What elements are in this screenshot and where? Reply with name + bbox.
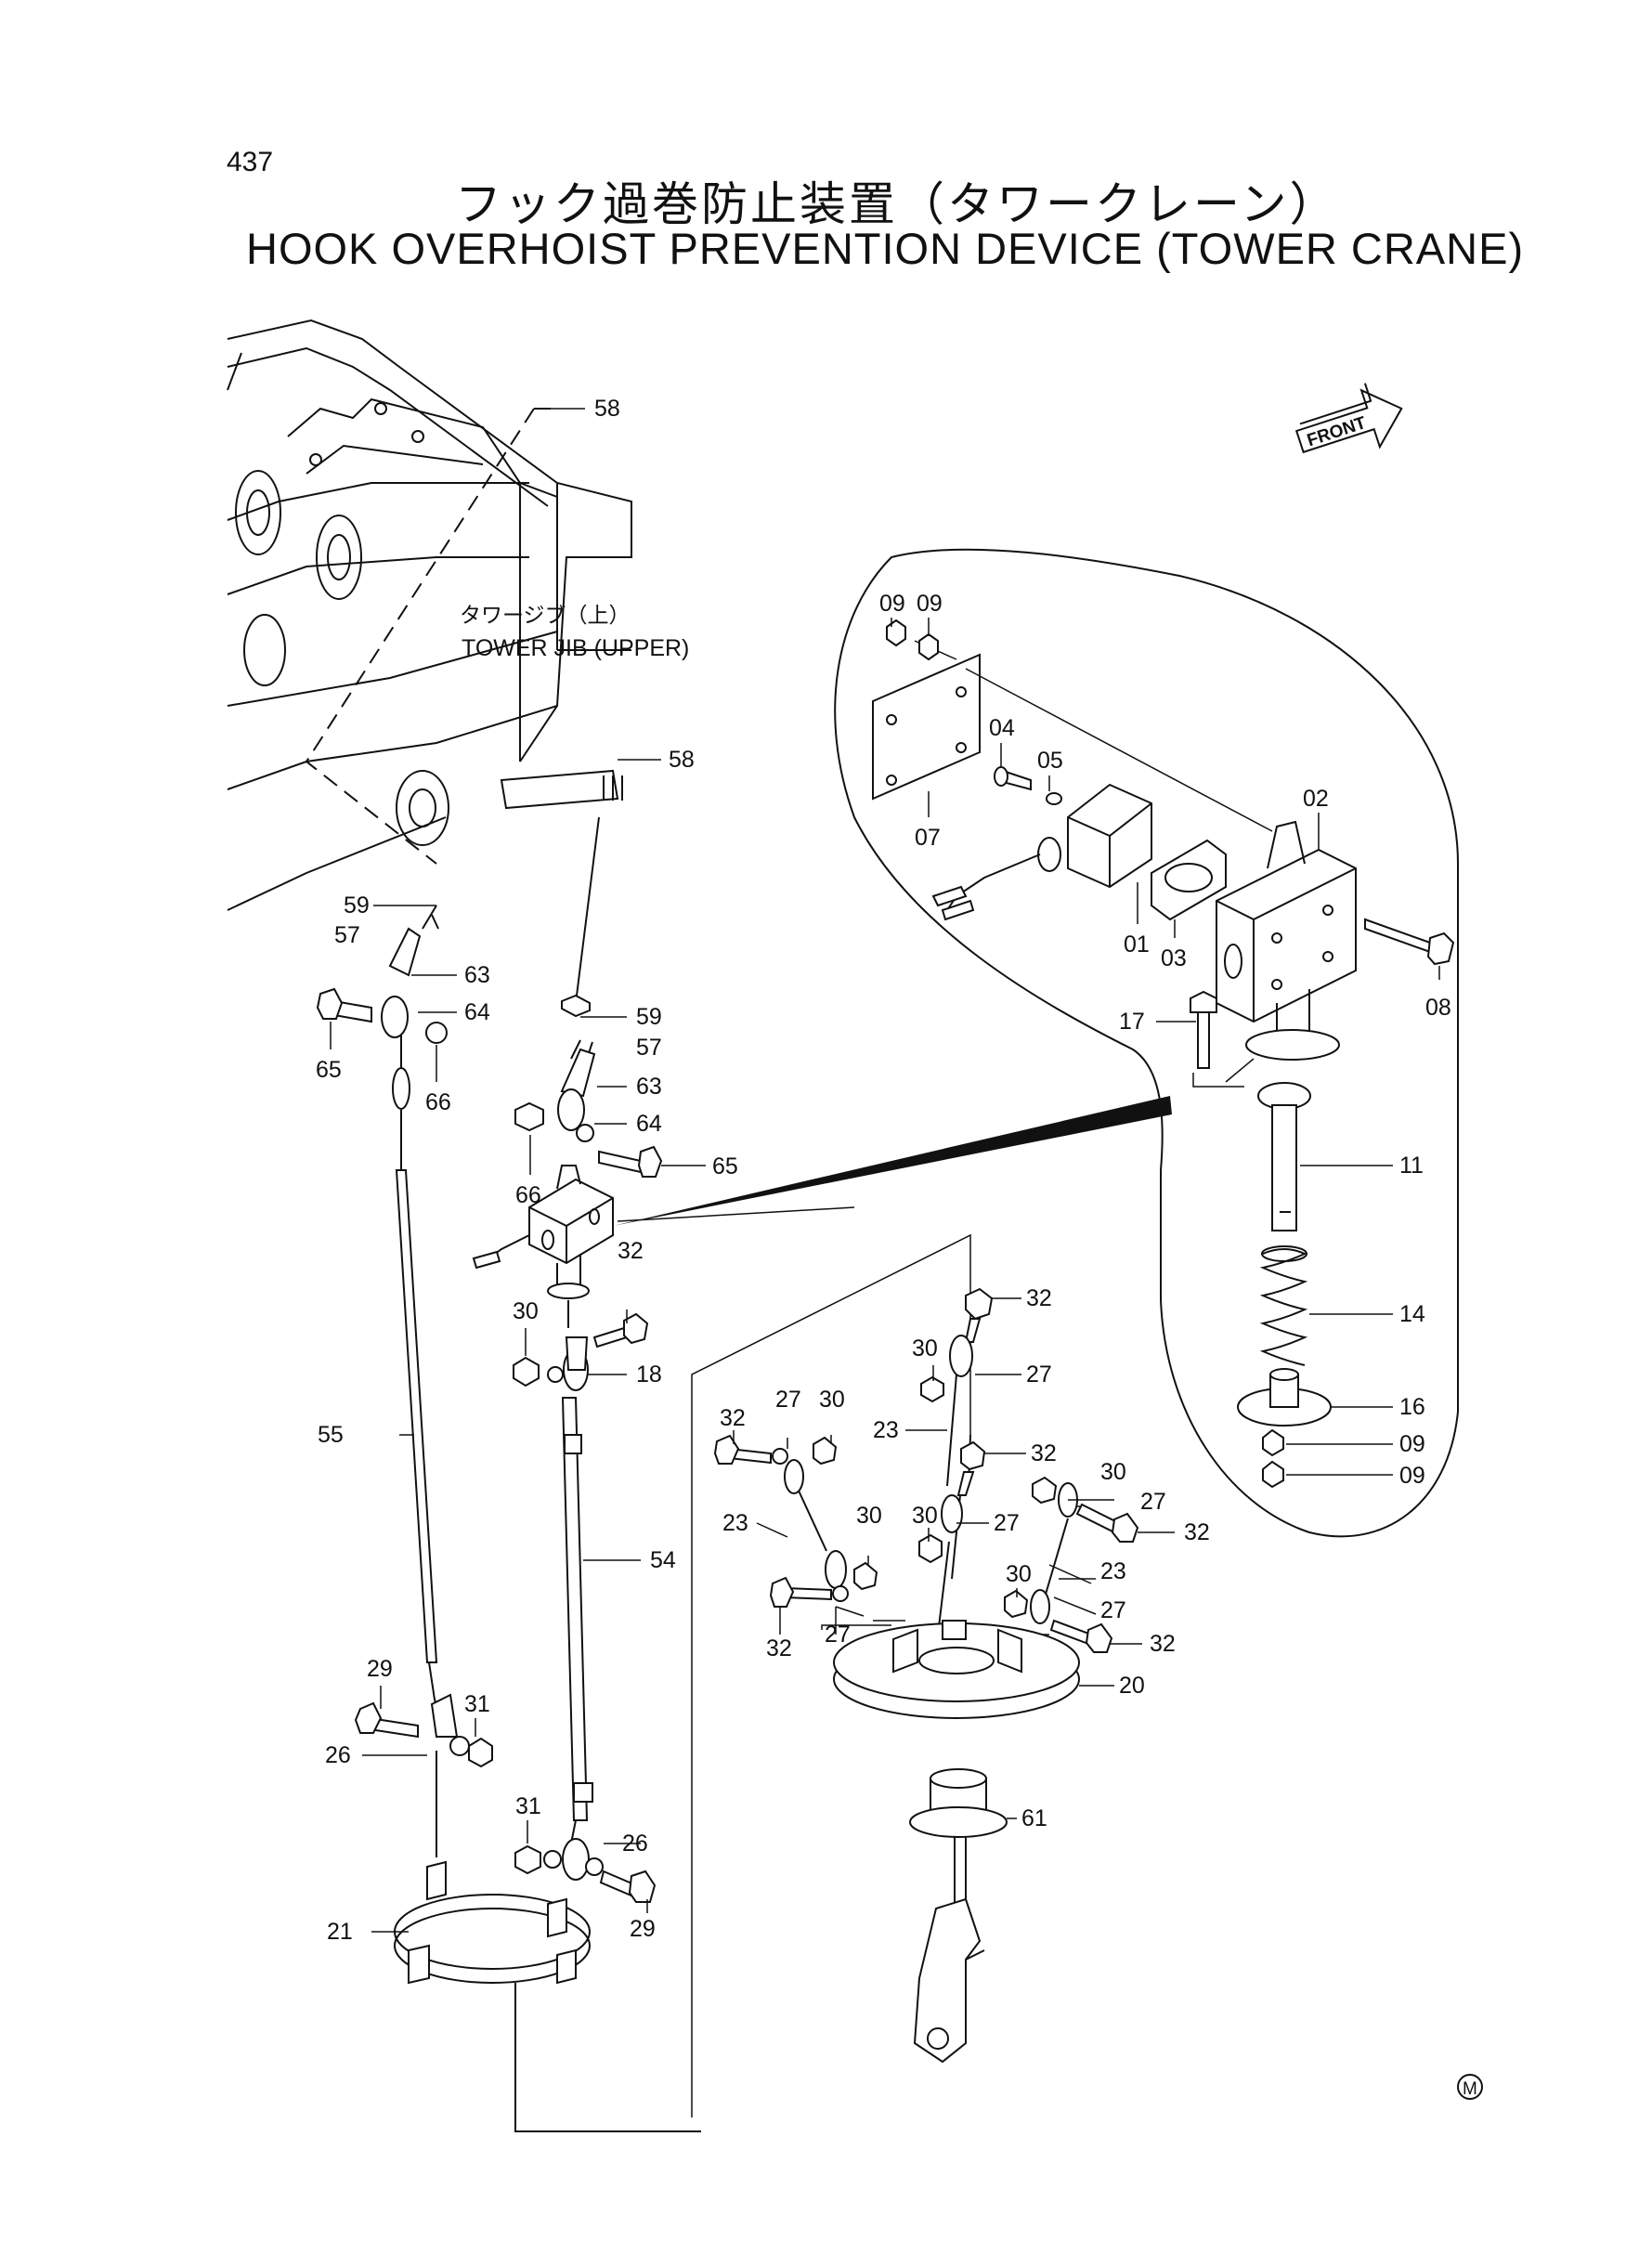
- callout-27: 27: [1140, 1489, 1166, 1515]
- callout-32: 32: [618, 1238, 644, 1264]
- callout-04: 04: [989, 715, 1015, 741]
- callout-32: 32: [1184, 1519, 1210, 1545]
- leader-wedge: [613, 1096, 1172, 1226]
- callout-63: 63: [636, 1074, 662, 1100]
- callout-30: 30: [513, 1298, 539, 1324]
- rod-54: [561, 1397, 589, 1821]
- m-mark: M: [1463, 2079, 1477, 2099]
- callout-32: 32: [1026, 1285, 1052, 1311]
- detail-balloon: [834, 548, 1459, 1538]
- callout-66: 66: [425, 1089, 451, 1115]
- callout-30: 30: [856, 1503, 882, 1529]
- rod-55: [395, 1169, 438, 1663]
- callout-54: 54: [650, 1547, 676, 1573]
- page-number: 437: [227, 147, 274, 177]
- tower-jib-label-en: TOWER JIB (UPPER): [462, 635, 689, 661]
- callout-59: 59: [344, 892, 370, 919]
- callout-11: 11: [1399, 1153, 1424, 1179]
- callout-07: 07: [915, 825, 941, 851]
- callout-30: 30: [912, 1335, 938, 1362]
- callout-21: 21: [327, 1919, 353, 1945]
- callout-17: 17: [1119, 1009, 1145, 1035]
- callout-20: 20: [1119, 1673, 1145, 1699]
- callout-05: 05: [1037, 748, 1063, 774]
- title-english: HOOK OVERHOIST PREVENTION DEVICE (TOWER …: [246, 224, 1525, 273]
- callout-55: 55: [318, 1422, 344, 1448]
- callout-32: 32: [1031, 1440, 1057, 1466]
- callout-08: 08: [1425, 995, 1451, 1021]
- callout-32: 32: [1150, 1631, 1176, 1657]
- callout-03: 03: [1161, 945, 1187, 971]
- ring-21: [394, 1860, 701, 2132]
- callout-32: 32: [766, 1635, 792, 1661]
- spring-14: [1259, 1245, 1308, 1366]
- callout-31: 31: [464, 1691, 490, 1717]
- callout-27: 27: [825, 1622, 851, 1648]
- callout-32: 32: [720, 1405, 746, 1431]
- callout-27: 27: [1100, 1597, 1126, 1623]
- callout-63: 63: [464, 962, 490, 988]
- callout-09: 09: [1399, 1431, 1425, 1457]
- callout-64: 64: [464, 999, 490, 1025]
- callout-16: 16: [1399, 1394, 1425, 1420]
- callout-27: 27: [994, 1510, 1020, 1536]
- title-japanese: フック過巻防止装置（タワークレーン）: [455, 177, 1339, 231]
- callout-61: 61: [1021, 1805, 1047, 1831]
- callout-14: 14: [1399, 1301, 1425, 1327]
- callout-30: 30: [1006, 1561, 1032, 1587]
- callout-65: 65: [316, 1057, 342, 1083]
- hook-arm: [913, 1897, 982, 2064]
- callout-18: 18: [636, 1362, 662, 1388]
- callout-57: 57: [334, 922, 360, 948]
- callout-02: 02: [1303, 786, 1329, 812]
- callout-09: 09: [879, 591, 905, 617]
- m-mark-icon: [1457, 2074, 1483, 2100]
- callout-23: 23: [873, 1417, 899, 1443]
- bracket-02: [1216, 848, 1357, 1023]
- callout-23: 23: [722, 1510, 748, 1536]
- callout-30: 30: [912, 1503, 938, 1529]
- callout-09: 09: [1399, 1463, 1425, 1489]
- callout-26: 26: [325, 1742, 351, 1768]
- callout-59: 59: [636, 1004, 662, 1030]
- tower-jib-label-jp: タワージブ（上）: [460, 604, 631, 628]
- callout-58: 58: [669, 747, 695, 773]
- callout-65: 65: [712, 1153, 738, 1179]
- callout-23: 23: [1100, 1558, 1126, 1584]
- callout-27: 27: [775, 1387, 801, 1413]
- front-arrow-icon: FRONT: [1294, 383, 1403, 454]
- callout-31: 31: [515, 1793, 541, 1819]
- callout-29: 29: [367, 1656, 393, 1682]
- callout-66: 66: [515, 1182, 541, 1208]
- callout-01: 01: [1124, 932, 1150, 958]
- callout-30: 30: [1100, 1459, 1126, 1485]
- callout-26: 26: [622, 1831, 648, 1857]
- callout-57: 57: [636, 1035, 662, 1061]
- callout-64: 64: [636, 1111, 662, 1137]
- callout-09: 09: [917, 591, 943, 617]
- callout-29: 29: [630, 1916, 656, 1942]
- plate-20: [821, 1606, 1080, 1719]
- callout-30: 30: [819, 1387, 845, 1413]
- callout-27: 27: [1026, 1362, 1052, 1388]
- callout-58: 58: [594, 396, 620, 422]
- plate-07: [872, 653, 981, 801]
